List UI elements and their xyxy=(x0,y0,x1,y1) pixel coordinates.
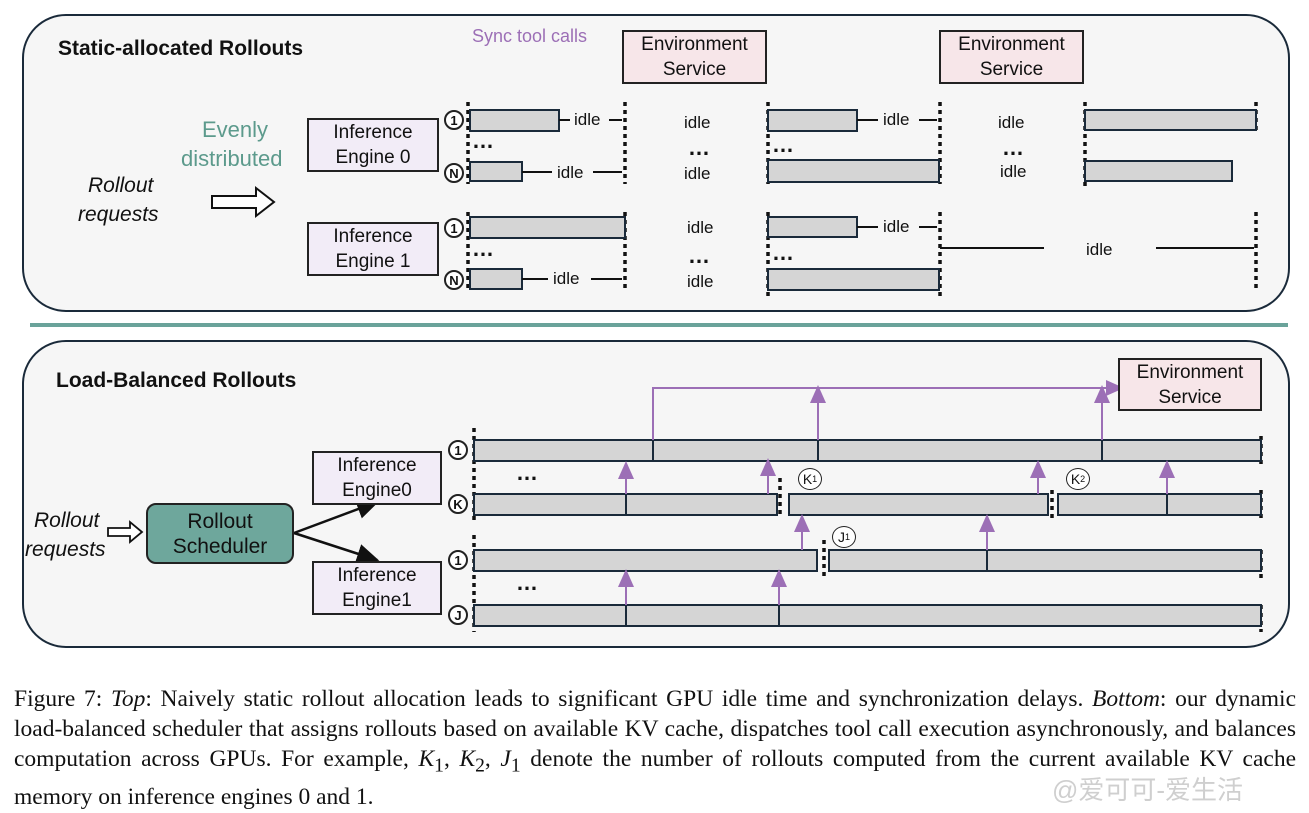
idle-label: idle xyxy=(557,163,584,182)
idle-label: idle xyxy=(684,113,711,132)
engine-label-line2: Engine 1 xyxy=(335,251,411,272)
sync-barriers-top xyxy=(466,102,1258,296)
engine-label-line1: Inference xyxy=(333,226,413,247)
j1-base: J xyxy=(837,529,845,545)
ellipsis: … xyxy=(472,236,495,261)
scheduler-arrows xyxy=(293,499,380,564)
async-tool-call-arrows xyxy=(618,380,1175,605)
idle-label: idle xyxy=(883,110,910,129)
ellipsis: … xyxy=(516,570,539,595)
caption-sep: , xyxy=(443,746,460,772)
env-service-line1: Environment xyxy=(958,34,1065,55)
idle-lines-top xyxy=(522,119,1254,280)
row-marker-1: 1 xyxy=(444,110,464,130)
engine-label-line1: Inference xyxy=(337,565,417,586)
idle-label: idle xyxy=(687,218,714,237)
section-divider xyxy=(30,323,1288,327)
k2-sub: 2 xyxy=(1080,474,1086,484)
idle-label: idle xyxy=(553,269,580,288)
caption-k2-sub: 2 xyxy=(475,755,485,777)
caption-top-text: : Naively static rollout allocation lead… xyxy=(145,686,1084,712)
watermark: @爱可可-爱生活 xyxy=(1052,775,1244,805)
ellipsis: … xyxy=(772,132,795,157)
row-marker-1: 1 xyxy=(444,218,464,238)
caption-bottom-text: : our dynamic load-balanced scheduler th… xyxy=(14,686,1296,772)
idle-label: idle xyxy=(684,164,711,183)
scheduler-label-line2: Scheduler xyxy=(172,534,268,558)
bar-segments xyxy=(625,440,1168,626)
ellipsis: … xyxy=(1002,135,1025,160)
caption-k1: K xyxy=(418,746,435,772)
k2-base: K xyxy=(1070,471,1081,487)
caption-j1: J xyxy=(500,746,511,772)
engine-label-line2: Engine1 xyxy=(342,590,412,611)
caption-k1-sub: 1 xyxy=(434,755,444,777)
small-hollow-arrow-icon xyxy=(107,520,144,544)
env-service-line2: Service xyxy=(979,59,1044,80)
idle-label: idle xyxy=(1086,240,1113,259)
env-service-line2: Service xyxy=(1158,386,1222,408)
figure-caption: Figure 7: Top: Naively static rollout al… xyxy=(14,684,1296,812)
ellipsis: … xyxy=(516,460,539,485)
rollout-label-bottom: Rollout xyxy=(34,509,100,532)
evenly-label: Evenly xyxy=(202,117,269,142)
caption-tail: denote the number of rollouts computed f… xyxy=(14,746,1297,810)
env-service-line2: Service xyxy=(662,59,727,80)
rollout-bars-bottom xyxy=(473,439,1262,627)
row-marker-n: N xyxy=(444,163,464,183)
bottom-panel-title: Load-Balanced Rollouts xyxy=(56,369,297,392)
ellipsis: … xyxy=(688,135,711,160)
k1-base: K xyxy=(802,471,813,487)
engine-label-line1: Inference xyxy=(337,455,417,476)
top-panel-title: Static-allocated Rollouts xyxy=(58,37,304,60)
idle-label: idle xyxy=(883,217,910,236)
idle-label: idle xyxy=(687,272,714,291)
j1-sub: 1 xyxy=(844,532,850,542)
ellipsis: … xyxy=(688,243,711,268)
requests-label-top: requests xyxy=(78,203,159,226)
scheduler-label-line1: Rollout xyxy=(187,509,253,533)
engine-label-line2: Engine0 xyxy=(342,480,412,501)
row-marker-k: K xyxy=(448,494,468,514)
k1-sub: 1 xyxy=(812,474,818,484)
rollout-label-top: Rollout xyxy=(88,174,154,197)
row-marker-1: 1 xyxy=(448,440,468,460)
caption-j1-sub: 1 xyxy=(510,755,521,777)
idle-label: idle xyxy=(998,113,1025,132)
caption-top-label: Top xyxy=(110,686,146,712)
ellipsis: … xyxy=(472,128,495,153)
caption-k2: K xyxy=(459,746,476,772)
distributed-label: distributed xyxy=(181,146,283,171)
caption-sep: , xyxy=(484,746,501,772)
engine-label-line1: Inference xyxy=(333,122,413,143)
hollow-arrow-icon xyxy=(211,185,276,219)
ellipsis: … xyxy=(772,240,795,265)
row-marker-n: N xyxy=(444,270,464,290)
row-marker-j: J xyxy=(448,605,468,625)
caption-bottom-label: Bottom xyxy=(1092,686,1160,712)
env-service-line1: Environment xyxy=(1136,361,1244,383)
requests-label-bottom: requests xyxy=(25,538,106,561)
row-marker-1: 1 xyxy=(448,550,468,570)
sync-tool-calls-label: Sync tool calls xyxy=(472,26,588,46)
idle-label: idle xyxy=(1000,162,1027,181)
idle-label: idle xyxy=(574,110,601,129)
engine-label-line2: Engine 0 xyxy=(335,147,411,168)
rollout-bars-top xyxy=(469,109,1257,291)
env-service-line1: Environment xyxy=(641,34,748,55)
caption-fig: Figure 7: xyxy=(14,686,111,712)
